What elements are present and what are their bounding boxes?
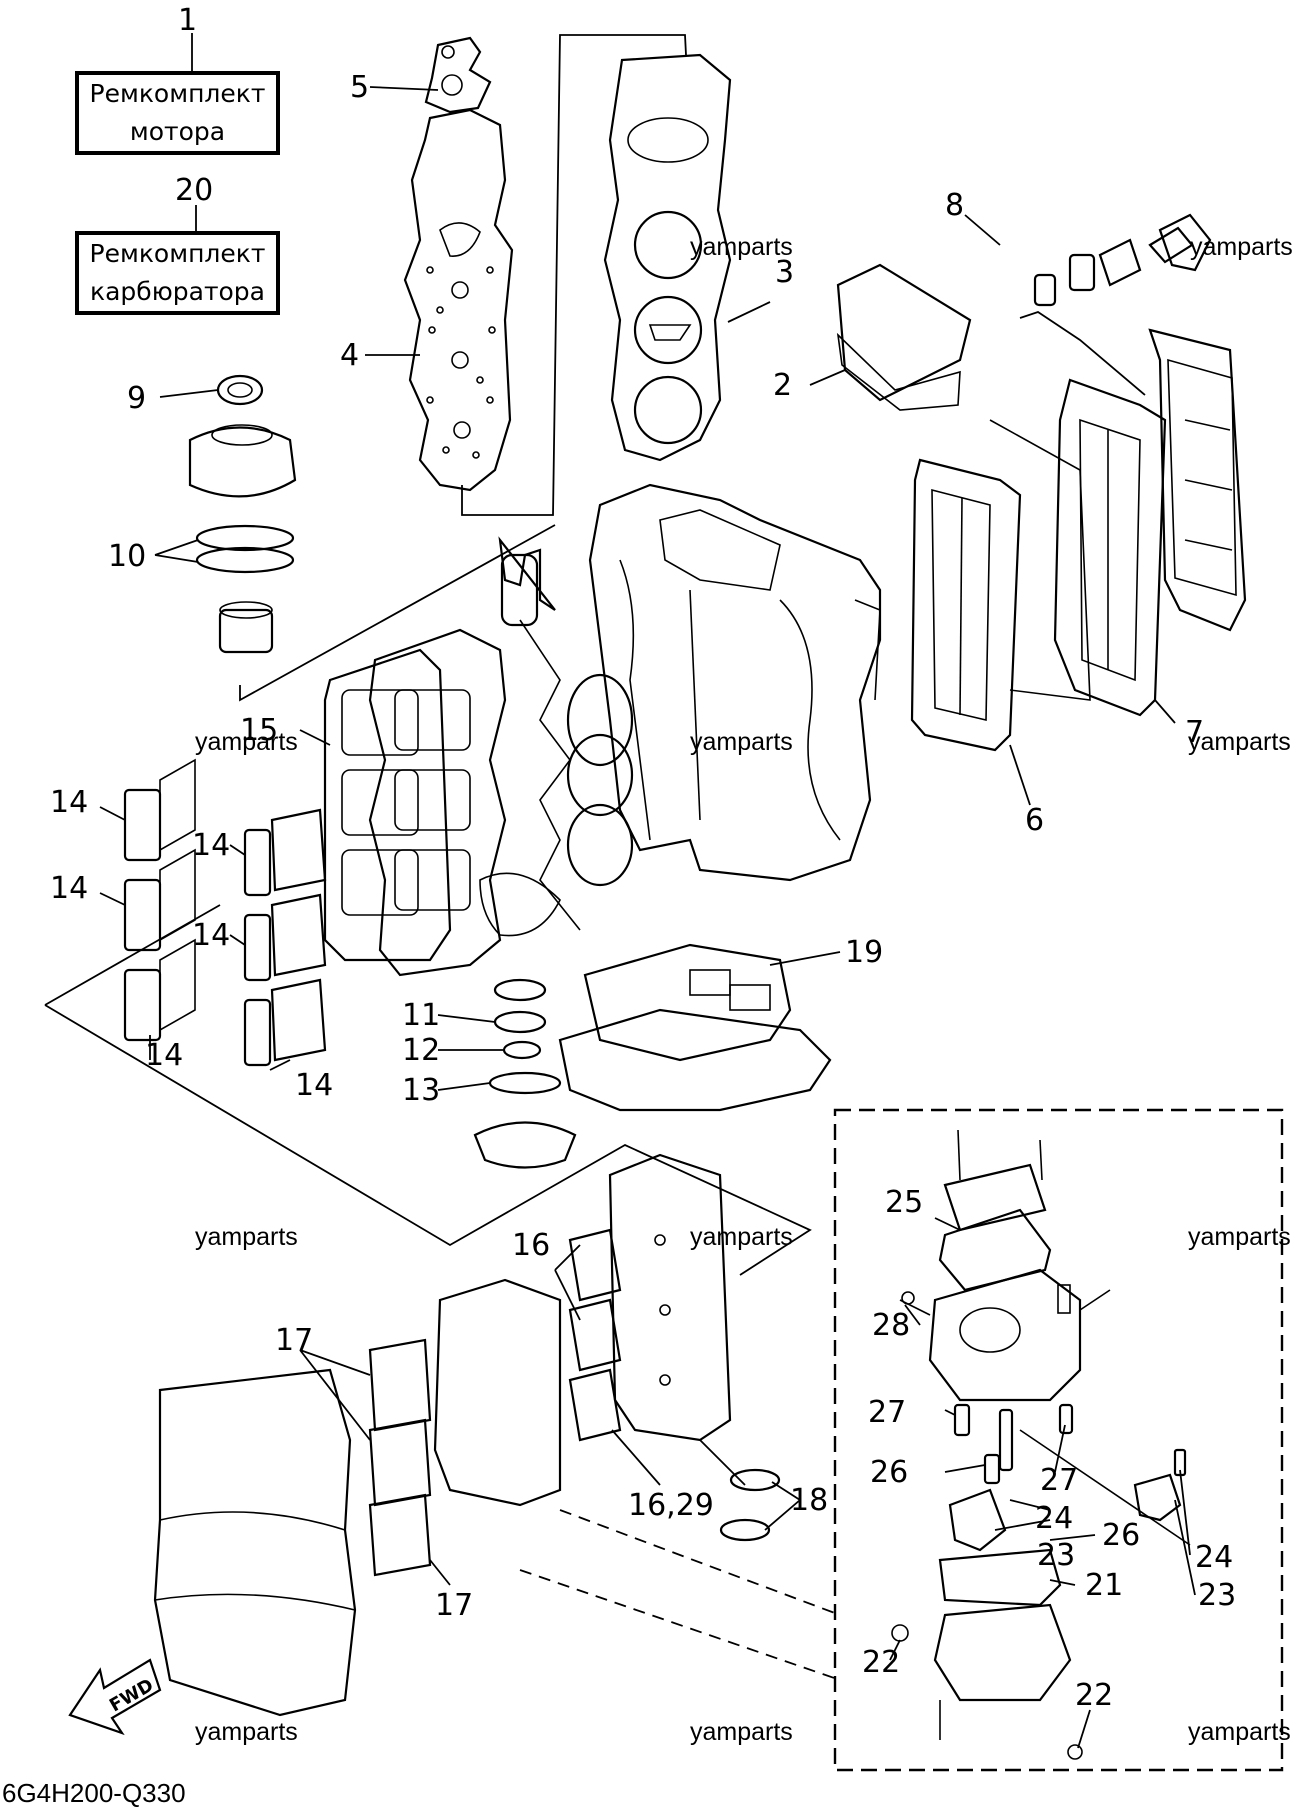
callout-18: 18 [790,1483,828,1518]
kit-subtitle: мотора [129,117,226,146]
callout-14: 14 [192,828,230,863]
air-silencer [153,1368,357,1717]
part-10-o-rings [195,524,295,574]
sleeve-bushing [218,601,274,654]
fwd-arrow-icon: FWD [68,1658,162,1736]
watermark: yamparts [1188,1223,1291,1251]
carburetor-repair-kit-label: Ремкомплект карбюратора [75,231,280,315]
callout-23: 23 [1198,1578,1236,1613]
watermark: yamparts [1188,1718,1291,1746]
bracket-line [239,524,556,702]
engine-repair-kit-label: Ремкомплект мотора [75,71,280,155]
callout-25: 25 [885,1185,923,1220]
callout-17: 17 [435,1588,473,1623]
part-8-valve-assembly [1019,213,1212,396]
part-15-manifold-gasket [323,648,452,962]
watermark: yamparts [690,1223,793,1251]
callout-23: 23 [1037,1538,1075,1573]
callout-5: 5 [350,70,369,105]
callout-26: 26 [870,1455,908,1490]
part-18-gaskets [719,1468,781,1542]
bracket-line [461,34,687,516]
part-7-large-gasket [1053,378,1167,717]
callout-16-29: 16,29 [628,1488,714,1523]
callout-24: 24 [1035,1501,1073,1536]
watermark: yamparts [195,728,298,756]
callout-27: 27 [868,1395,906,1430]
callout-22: 22 [1075,1678,1113,1713]
callout-2: 2 [773,368,792,403]
callout-19: 19 [845,935,883,970]
kit-subtitle: карбюратора [90,277,265,306]
part-14-reed-valves [123,758,327,1067]
callout-15: 15 [240,713,278,748]
part-3-head-gasket [603,53,732,462]
diagram-code: 6G4H200-Q330 [2,1778,186,1808]
part-19-gasket [583,943,792,1062]
carburetor-kit-frame [833,1108,1284,1772]
callout-16: 16 [512,1228,550,1263]
callout-13: 13 [402,1073,440,1108]
part-6-gasket-plate [910,419,1091,752]
intake-manifold [368,628,507,977]
watermark-layer: yamparts yamparts yamparts yamparts yamp… [195,233,1293,1746]
callout-4: 4 [340,338,359,373]
callout-7: 7 [1185,715,1204,750]
callout-6: 6 [1025,803,1044,838]
part-16-gaskets [568,1228,622,1442]
leader-lines [99,33,1196,1749]
bracket-line [44,904,812,1276]
engine-block [588,483,882,882]
watermark: yamparts [1188,728,1291,756]
callout-22: 22 [862,1645,900,1680]
watermark: yamparts [195,1223,298,1251]
kit-number-20: 20 [175,173,213,208]
kit-title: Ремкомплект [89,79,266,108]
part-11-12-13-seals [473,978,577,1169]
kit-number-1: 1 [178,3,197,38]
callout-28: 28 [872,1308,910,1343]
callout-21: 21 [1085,1568,1123,1603]
callout-10: 10 [108,539,146,574]
callout-8: 8 [945,188,964,223]
callout-12: 12 [402,1033,440,1068]
part-2-cover [836,263,972,411]
lower-block [558,1008,832,1112]
carburetor-bodies [433,1153,732,1507]
watermark: yamparts [690,1718,793,1746]
carburetor-assembly [891,1129,1191,1760]
part-9-oil-seal [216,374,264,406]
callout-3: 3 [775,255,794,290]
callout-17: 17 [275,1323,313,1358]
callout-14: 14 [295,1068,333,1103]
crankshaft [479,536,634,937]
watermark: yamparts [690,233,793,261]
part-17-gaskets [368,1338,432,1577]
dashed-connector [519,1509,841,1681]
callout-11: 11 [402,998,440,1033]
callout-24: 24 [1195,1540,1233,1575]
callout-27: 27 [1040,1463,1078,1498]
callout-14: 14 [50,785,88,820]
back-cover-plate [1148,328,1247,632]
bearing-housing [188,424,297,498]
watermark: yamparts [195,1718,298,1746]
callout-14: 14 [50,871,88,906]
callout-9: 9 [127,381,146,416]
callout-14: 14 [145,1038,183,1073]
callout-labels: 5 4 3 2 8 9 10 7 6 15 14 14 14 14 14 14 … [50,3,1236,1713]
part-5-gasket [424,36,492,114]
callout-14: 14 [192,918,230,953]
kit-title: Ремкомплект [89,239,266,268]
watermark: yamparts [690,728,793,756]
part-4-gasket-plate [403,108,514,492]
callout-26: 26 [1102,1518,1140,1553]
